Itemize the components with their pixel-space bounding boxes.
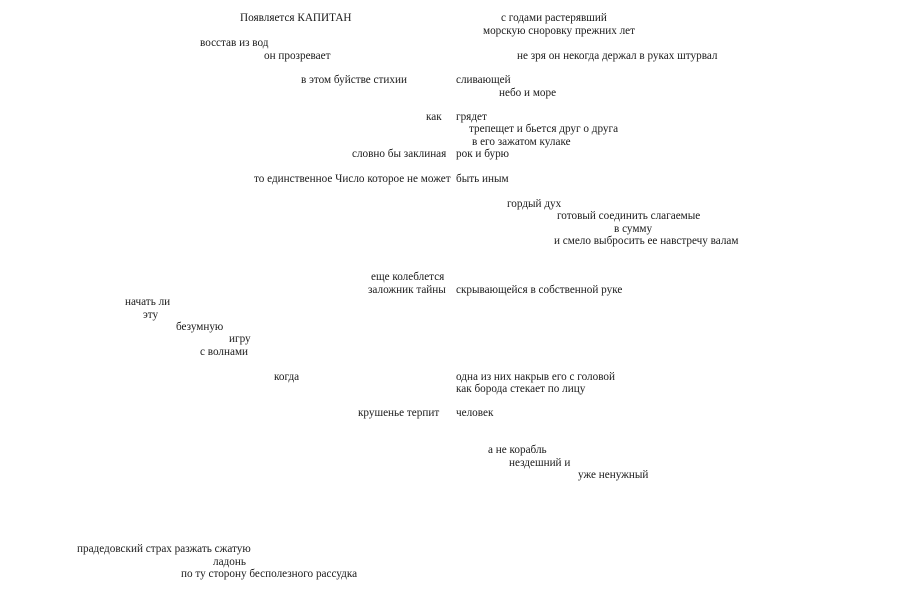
poem-line: нездешний и [509,457,571,469]
poem-line: трепещет и бьется друг о друга [469,123,619,135]
poem-line: в этом буйстве стихии [301,74,407,86]
poem-line: как борода стекает по лицу [456,383,586,395]
poem-line: грядет [456,111,487,123]
poem-line: по ту сторону бесполезного рассудка [181,568,358,580]
poem-line: ладонь [213,556,246,568]
poem-line: заложник тайны [368,284,446,296]
poem-line: а не корабль [488,444,547,456]
poem-line: гордый дух [507,198,562,210]
poem-line: как [426,111,442,123]
poem-line: в сумму [614,223,653,235]
poem-line: и смело выбросить ее навстречу валам [554,235,739,247]
poem-line: быть иным [456,173,509,185]
poem-line: морскую сноровку прежних лет [483,25,636,37]
poem-line: сливающей [456,74,511,86]
poem-line: в его зажатом кулаке [472,136,571,148]
poem-line: прадедовский страх разжать сжатую [77,543,251,555]
poem-line: словно бы заклиная [352,148,447,160]
poem-line: не зря он некогда держал в руках штурвал [517,50,718,62]
poem-line: человек [456,407,494,419]
poem-line: еще колеблется [371,271,445,283]
poem-line: он прозревает [264,50,331,62]
poem-line: готовый соединить слагаемые [557,210,701,222]
poem-line: одна из них накрыв его с головой [456,371,616,383]
poem-line: скрывающейся в собственной руке [456,284,623,296]
poem-line: с волнами [200,346,249,358]
poem-line: с годами растерявший [501,12,607,24]
poem-line: рок и бурю [456,148,510,160]
poem-line: небо и море [499,87,557,99]
poem-line: то единственное Число которое не может [254,173,451,185]
poem-line: крушенье терпит [358,407,440,419]
poem-line: начать ли [125,296,171,308]
poem-line: эту [143,309,159,321]
poem-line: Появляется КАПИТАН [240,12,352,24]
poem-line: уже ненужный [578,469,649,481]
poem-line: восстав из вод [200,37,269,49]
poem-line: игру [229,333,251,345]
poem-line: когда [274,371,300,383]
poem-line: безумную [176,321,224,333]
